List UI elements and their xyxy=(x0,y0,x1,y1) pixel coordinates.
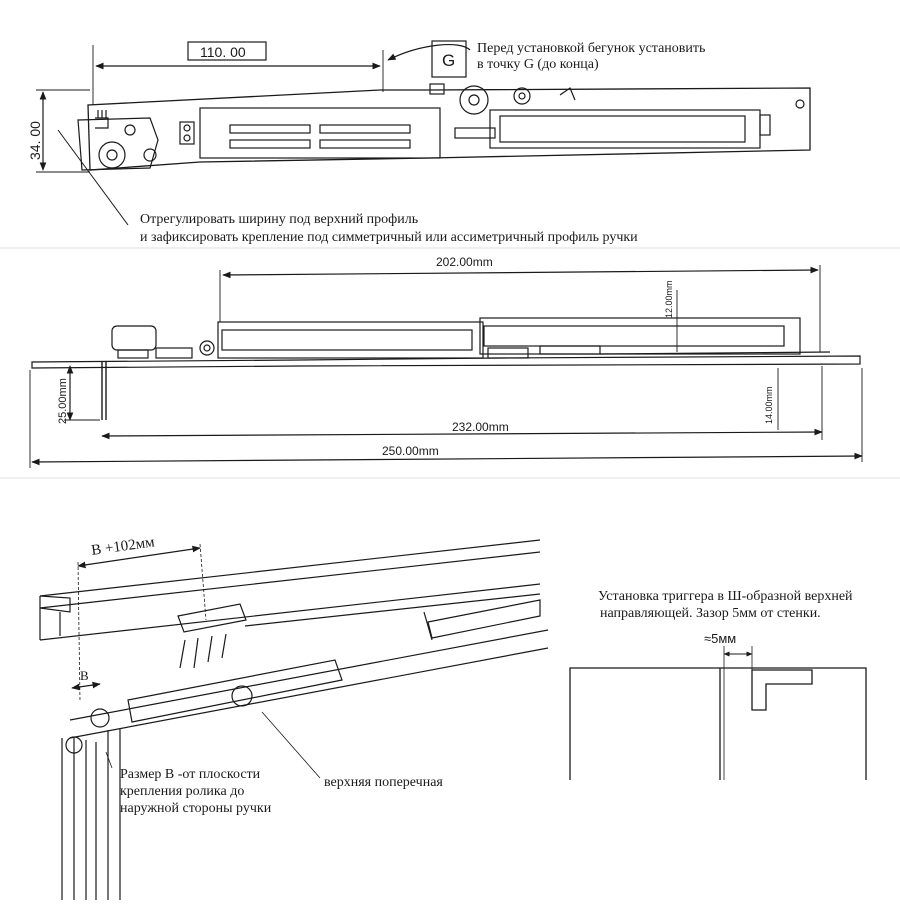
dim-b-plus-arrow xyxy=(77,545,201,569)
perspective-top-rail xyxy=(39,539,541,641)
dim-232-label: 232.00mm xyxy=(452,420,509,434)
note-size-b-line1: Размер В -от плоскости xyxy=(120,767,261,782)
dim-232-arrow xyxy=(101,428,823,440)
side-roller xyxy=(111,325,157,351)
dim-250-label: 250.00mm xyxy=(382,444,439,458)
note-g-line1: Перед установкой бегунок установить xyxy=(477,41,705,56)
note-size-b-line3: наружной стороны ручки xyxy=(120,801,272,816)
dim-12-label: 12.00mm xyxy=(664,280,674,318)
crossbar-label: верхняя поперечная xyxy=(324,775,443,790)
dim-b-label: B xyxy=(80,668,89,683)
note-adjust-line1: Отрегулировать ширину под верхний профил… xyxy=(140,212,418,227)
dim-b-plus-label: B +102мм xyxy=(90,534,156,559)
perspective-handle-profile xyxy=(61,738,97,900)
perspective-view-diagram xyxy=(39,539,549,900)
w-profile-outline xyxy=(569,667,867,780)
top-body xyxy=(179,107,441,159)
top-view-diagram xyxy=(36,40,811,226)
trigger-title-line2: направляющей. Зазор 5мм от стенки. xyxy=(600,606,821,621)
perspective-crossbar xyxy=(69,629,549,900)
note-size-b-line2: крепления ролика до xyxy=(120,784,244,799)
dim-250-arrow xyxy=(31,452,863,466)
note-g-line2: в точку G (до конца) xyxy=(477,57,599,72)
dim-202-arrow xyxy=(222,266,819,279)
trigger-title-line1: Установка триггера в Ш-образной верхней xyxy=(598,589,853,604)
crossbar-leader xyxy=(261,711,321,779)
top-damper-housing xyxy=(429,83,771,149)
perspective-right-damper xyxy=(427,599,541,639)
marker-g-label: G xyxy=(442,51,455,70)
perspective-bracket xyxy=(177,603,247,633)
marker-g-leader xyxy=(387,43,471,61)
side-rail xyxy=(31,355,861,369)
dim-25-label: 25.00mm xyxy=(57,378,69,424)
dim-34-label: 34. 00 xyxy=(27,121,43,160)
top-base-plate xyxy=(87,87,811,171)
gap-dim-label: ≈5мм xyxy=(704,631,736,646)
trigger-block xyxy=(751,669,813,711)
dim-110-box xyxy=(187,41,267,61)
mount-hole-right xyxy=(795,99,805,109)
size-b-leader xyxy=(105,751,113,769)
dim-110-label: 110. 00 xyxy=(200,44,246,60)
marker-g-box xyxy=(431,40,467,78)
side-damper-body xyxy=(217,321,484,359)
trigger-detail-diagram xyxy=(569,646,867,780)
side-view-diagram xyxy=(29,265,863,468)
adjust-note-leader xyxy=(57,129,129,226)
dim-14-label: 14.00mm xyxy=(764,386,774,424)
note-adjust-line2: и зафиксировать крепление под симметричн… xyxy=(140,230,638,245)
perspective-roller-mechanism xyxy=(127,659,343,723)
dim-202-label: 202.00mm xyxy=(436,255,493,269)
dim-b-arrow xyxy=(71,681,101,691)
